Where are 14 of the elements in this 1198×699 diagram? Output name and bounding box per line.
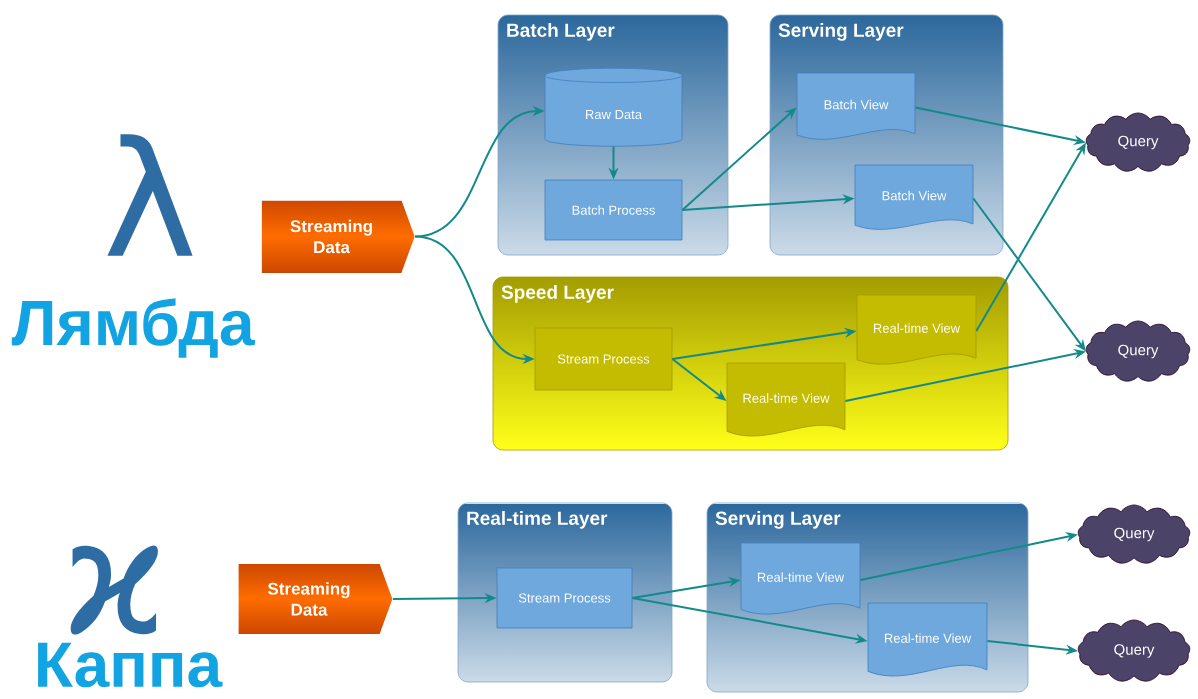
process-box: Batch Process: [544, 179, 683, 241]
architecture-name: Каппа: [38, 642, 223, 688]
streaming-data-arrow: Streaming Data: [267, 582, 350, 616]
architecture-name: Лямбда: [11, 298, 255, 358]
process-box: Stream Process: [496, 567, 633, 629]
query-cloud: Query: [1077, 504, 1191, 564]
query-cloud: Query: [1077, 619, 1191, 682]
query-cloud: Query: [1085, 112, 1191, 172]
process-box: Stream Process: [534, 327, 673, 391]
greek-letter: λ: [107, 134, 193, 256]
streaming-data-arrow: Streaming Data: [290, 219, 372, 254]
database-cylinder: Raw Data: [544, 67, 683, 147]
query-cloud: Query: [1085, 320, 1191, 382]
greek-letter: ϰ: [70, 545, 158, 635]
